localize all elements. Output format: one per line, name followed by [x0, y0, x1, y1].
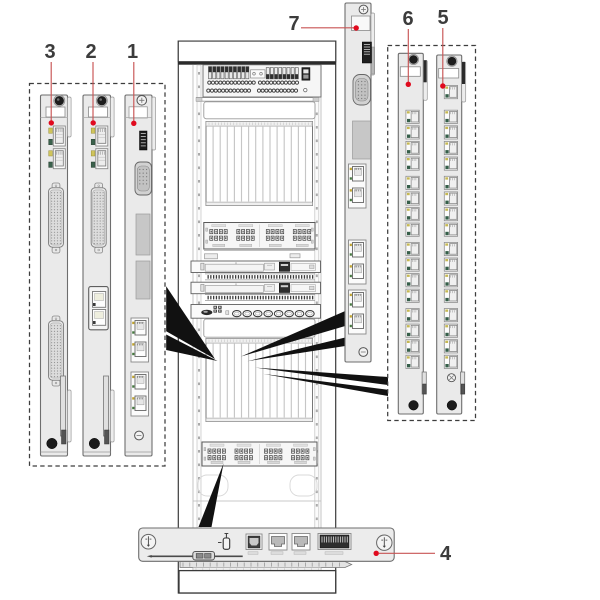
- svg-text:2: 2: [85, 41, 96, 63]
- svg-text:6: 6: [402, 8, 413, 30]
- svg-text:5: 5: [437, 7, 448, 29]
- svg-text:4: 4: [440, 543, 452, 565]
- svg-text:3: 3: [44, 41, 55, 63]
- svg-text:1: 1: [127, 41, 138, 63]
- svg-text:7: 7: [288, 13, 299, 35]
